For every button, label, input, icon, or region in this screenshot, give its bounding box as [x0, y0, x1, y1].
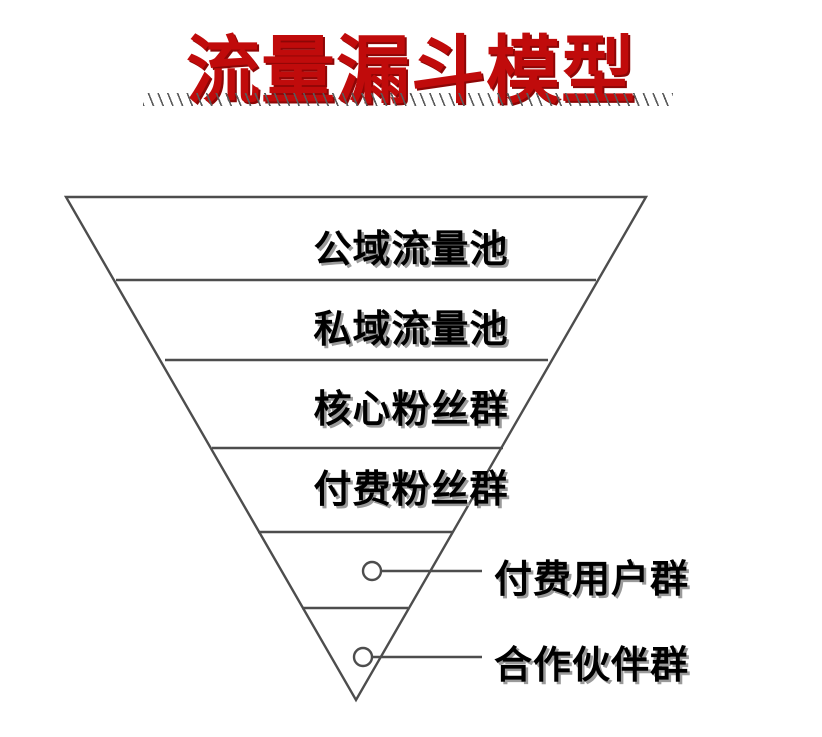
funnel-callout-label-paying-users: 付费用户群	[494, 559, 690, 601]
callout-marker-circle-1	[361, 560, 383, 582]
title-hatch-underline-decoration	[143, 93, 673, 106]
funnel-band-label-public-traffic-pool: 公域流量池	[313, 229, 509, 271]
funnel-band-label-private-traffic-pool: 私域流量池	[313, 309, 509, 351]
funnel-band-label-paying-fans: 付费粉丝群	[313, 469, 509, 511]
funnel-callout-label-partners: 合作伙伴群	[494, 645, 690, 687]
callout-marker-circle-2	[352, 646, 374, 668]
funnel-band-label-core-fans: 核心粉丝群	[313, 389, 509, 431]
